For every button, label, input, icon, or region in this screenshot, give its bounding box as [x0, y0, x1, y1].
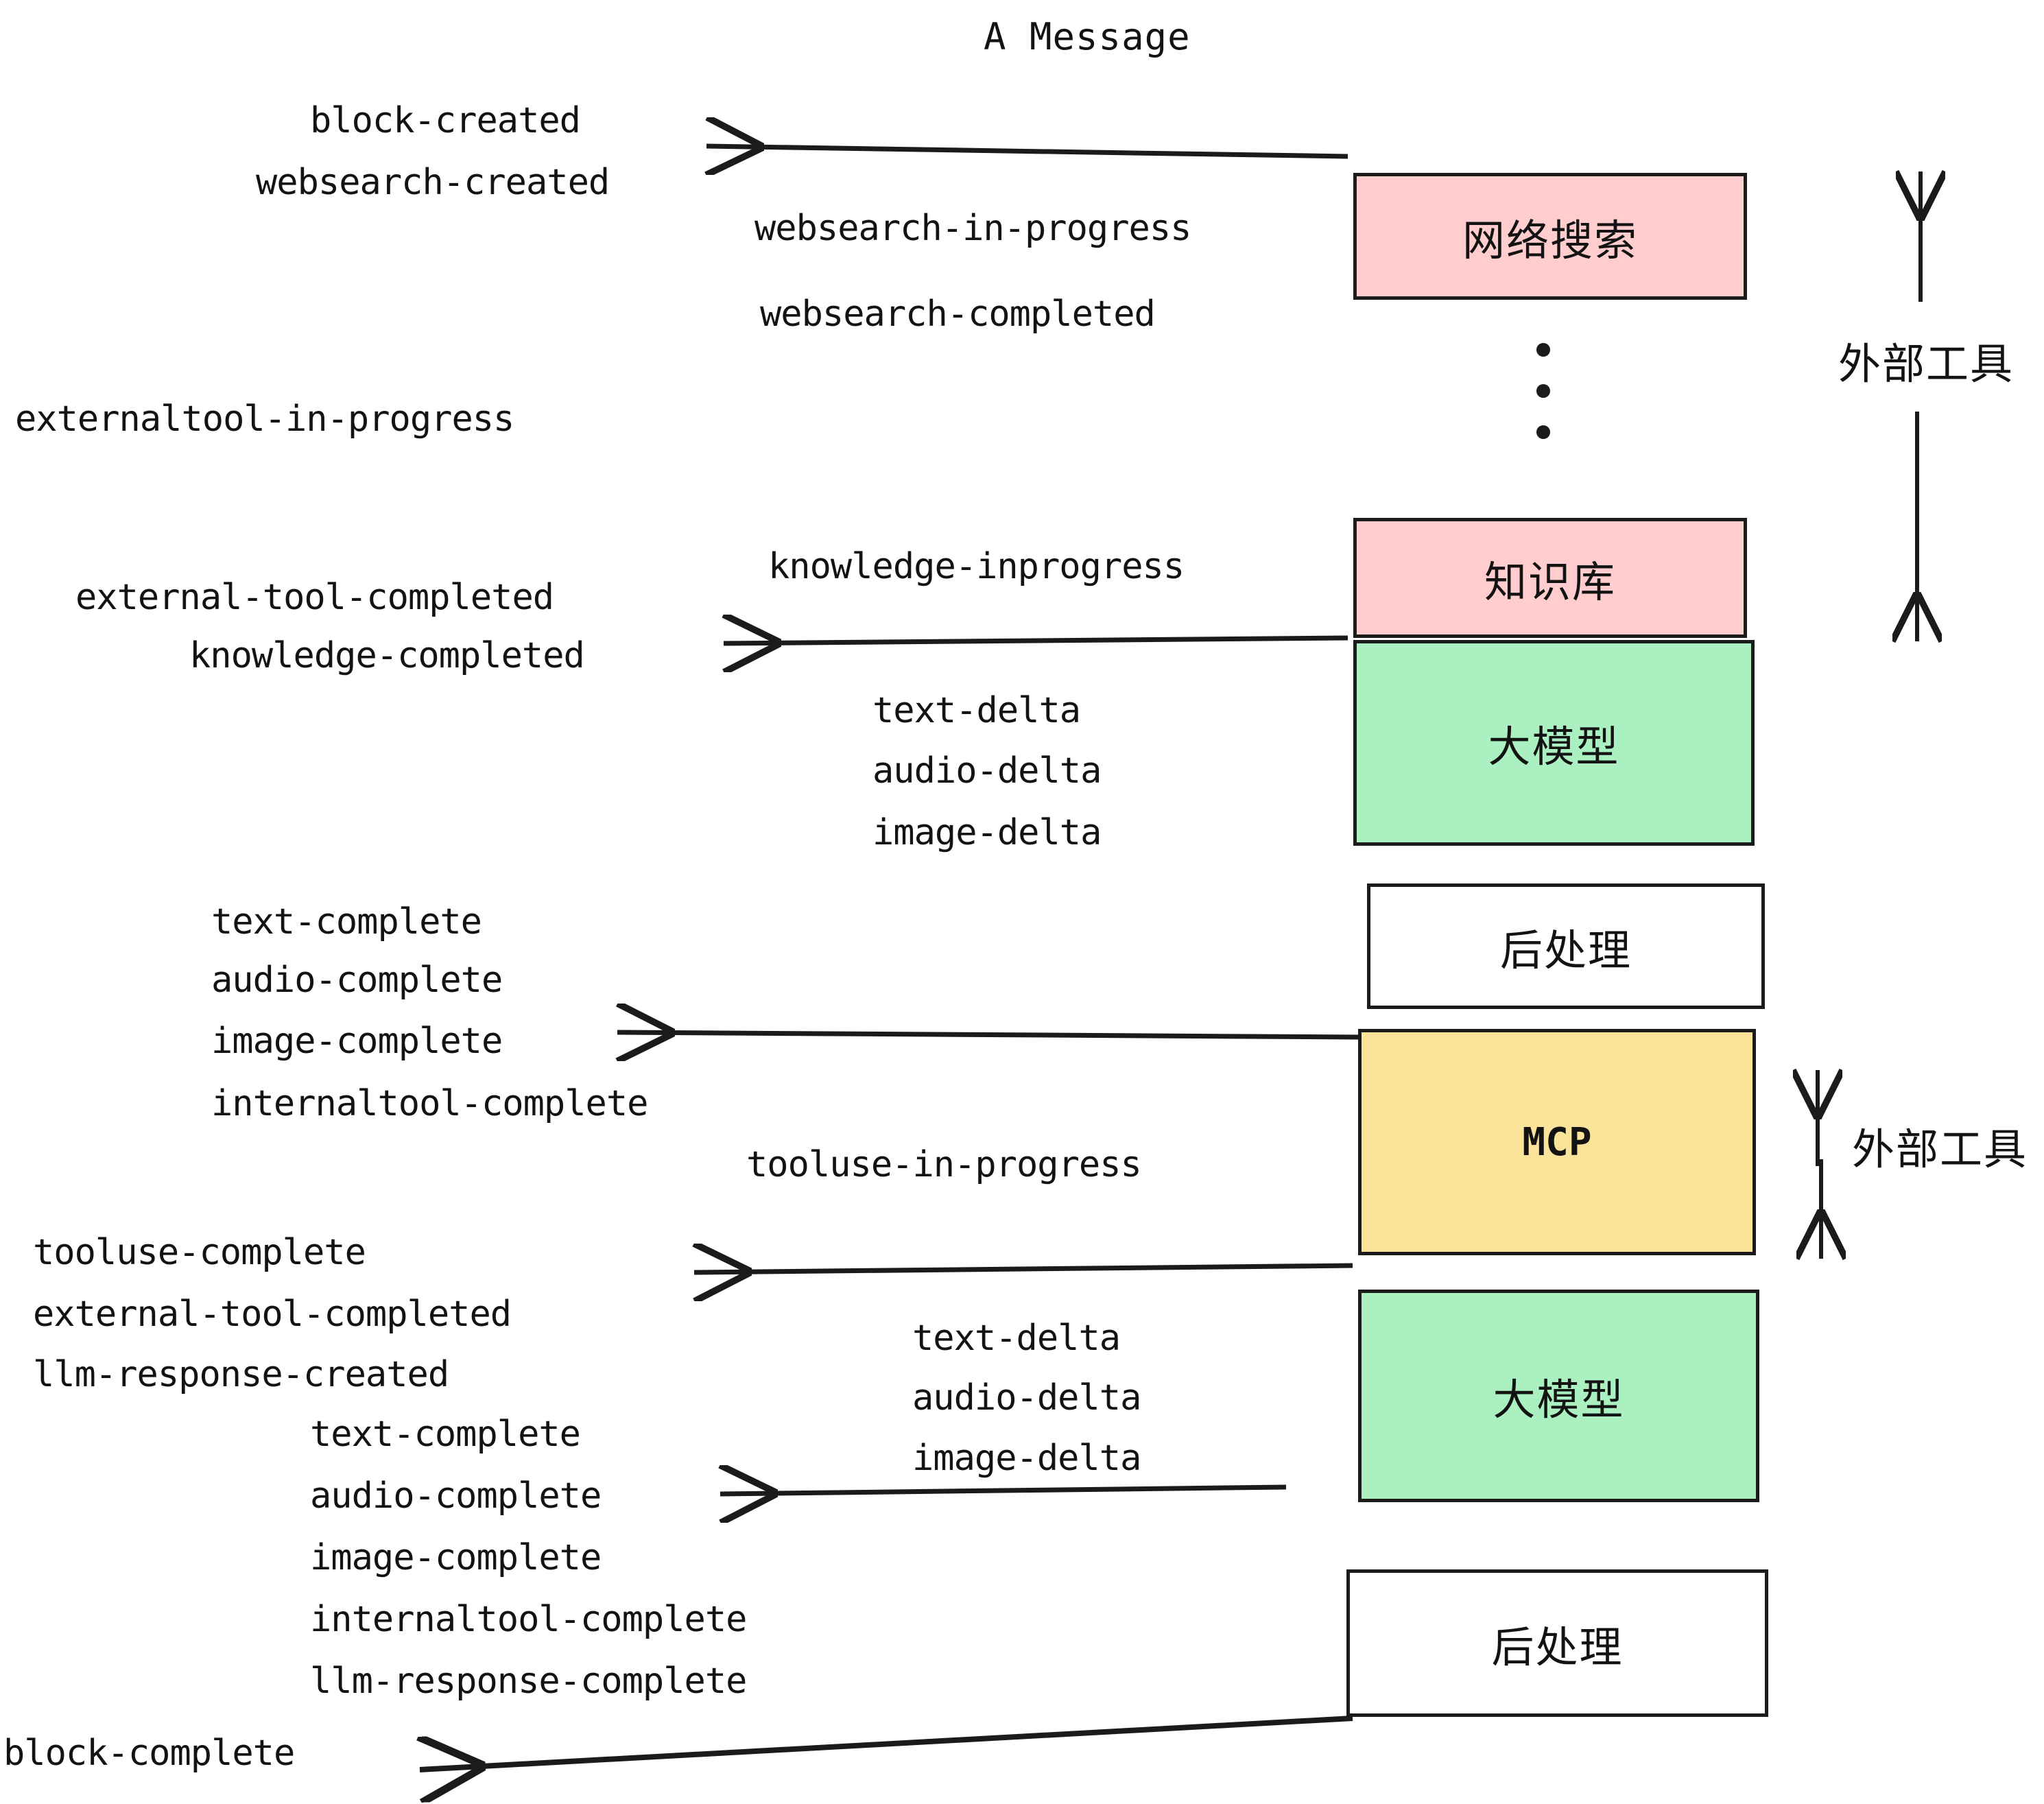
dot-2: [1536, 384, 1550, 398]
event-tooluse-in-progress: tooluse-in-progress: [746, 1144, 1142, 1185]
event-llm-response-created: llm-response-created: [33, 1354, 449, 1395]
arrow-postprocess-to-image-complete: [617, 1032, 1359, 1037]
box-knowledge[interactable]: 知识库: [1353, 518, 1747, 638]
event-text-complete-1: text-complete: [211, 901, 482, 942]
box-postprocess-top[interactable]: 后处理: [1367, 883, 1765, 1009]
event-external-tool-completed-2: external-tool-completed: [33, 1294, 512, 1335]
event-external-tool-completed-1: external-tool-completed: [75, 577, 554, 618]
ellipsis-dots: [1536, 343, 1550, 439]
page-title: A Message: [984, 15, 1191, 58]
arrow-websearch-to-created: [706, 146, 1348, 156]
event-knowledge-completed: knowledge-completed: [189, 635, 585, 676]
side-label-external-tools-top: 外部工具: [1838, 339, 2015, 389]
event-text-delta-2: text-delta: [912, 1318, 1121, 1359]
event-websearch-in-progress: websearch-in-progress: [754, 208, 1191, 249]
event-block-created: block-created: [310, 100, 581, 141]
box-llm-top[interactable]: 大模型: [1353, 640, 1755, 846]
event-websearch-completed: websearch-completed: [760, 294, 1156, 335]
event-text-complete-2: text-complete: [310, 1414, 581, 1455]
arrow-mcp-to-tooluse-complete: [694, 1266, 1353, 1272]
event-audio-delta-2: audio-delta: [912, 1377, 1141, 1419]
side-label-external-tools-bottom: 外部工具: [1852, 1124, 2028, 1174]
dot-3: [1536, 425, 1550, 439]
event-text-delta-1: text-delta: [872, 690, 1081, 731]
event-llm-response-complete: llm-response-complete: [310, 1661, 747, 1702]
event-audio-delta-1: audio-delta: [872, 750, 1102, 792]
event-image-complete-2: image-complete: [310, 1537, 602, 1578]
event-audio-complete-2: audio-complete: [310, 1475, 602, 1517]
event-websearch-created: websearch-created: [256, 162, 610, 203]
event-internaltool-complete-2: internaltool-complete: [310, 1599, 747, 1640]
event-image-complete-1: image-complete: [211, 1021, 503, 1062]
event-internaltool-complete-1: internaltool-complete: [211, 1083, 648, 1124]
event-image-delta-1: image-delta: [872, 812, 1102, 853]
event-image-delta-2: image-delta: [912, 1438, 1141, 1479]
event-knowledge-inprogress: knowledge-inprogress: [768, 546, 1185, 587]
box-llm-bottom[interactable]: 大模型: [1358, 1290, 1759, 1502]
event-tooluse-complete: tooluse-complete: [33, 1232, 366, 1273]
arrow-llm-to-audio-complete: [720, 1487, 1287, 1494]
box-mcp[interactable]: MCP: [1358, 1029, 1756, 1255]
event-externaltool-in-progress: externaltool-in-progress: [15, 399, 514, 440]
box-postprocess-bottom[interactable]: 后处理: [1346, 1569, 1768, 1717]
dot-1: [1536, 343, 1550, 357]
arrow-knowledge-to-completed: [724, 638, 1348, 643]
event-audio-complete-1: audio-complete: [211, 960, 503, 1001]
event-block-complete: block-complete: [3, 1733, 295, 1774]
arrow-postprocess-to-block-complete: [420, 1716, 1353, 1770]
box-websearch[interactable]: 网络搜索: [1353, 173, 1747, 300]
